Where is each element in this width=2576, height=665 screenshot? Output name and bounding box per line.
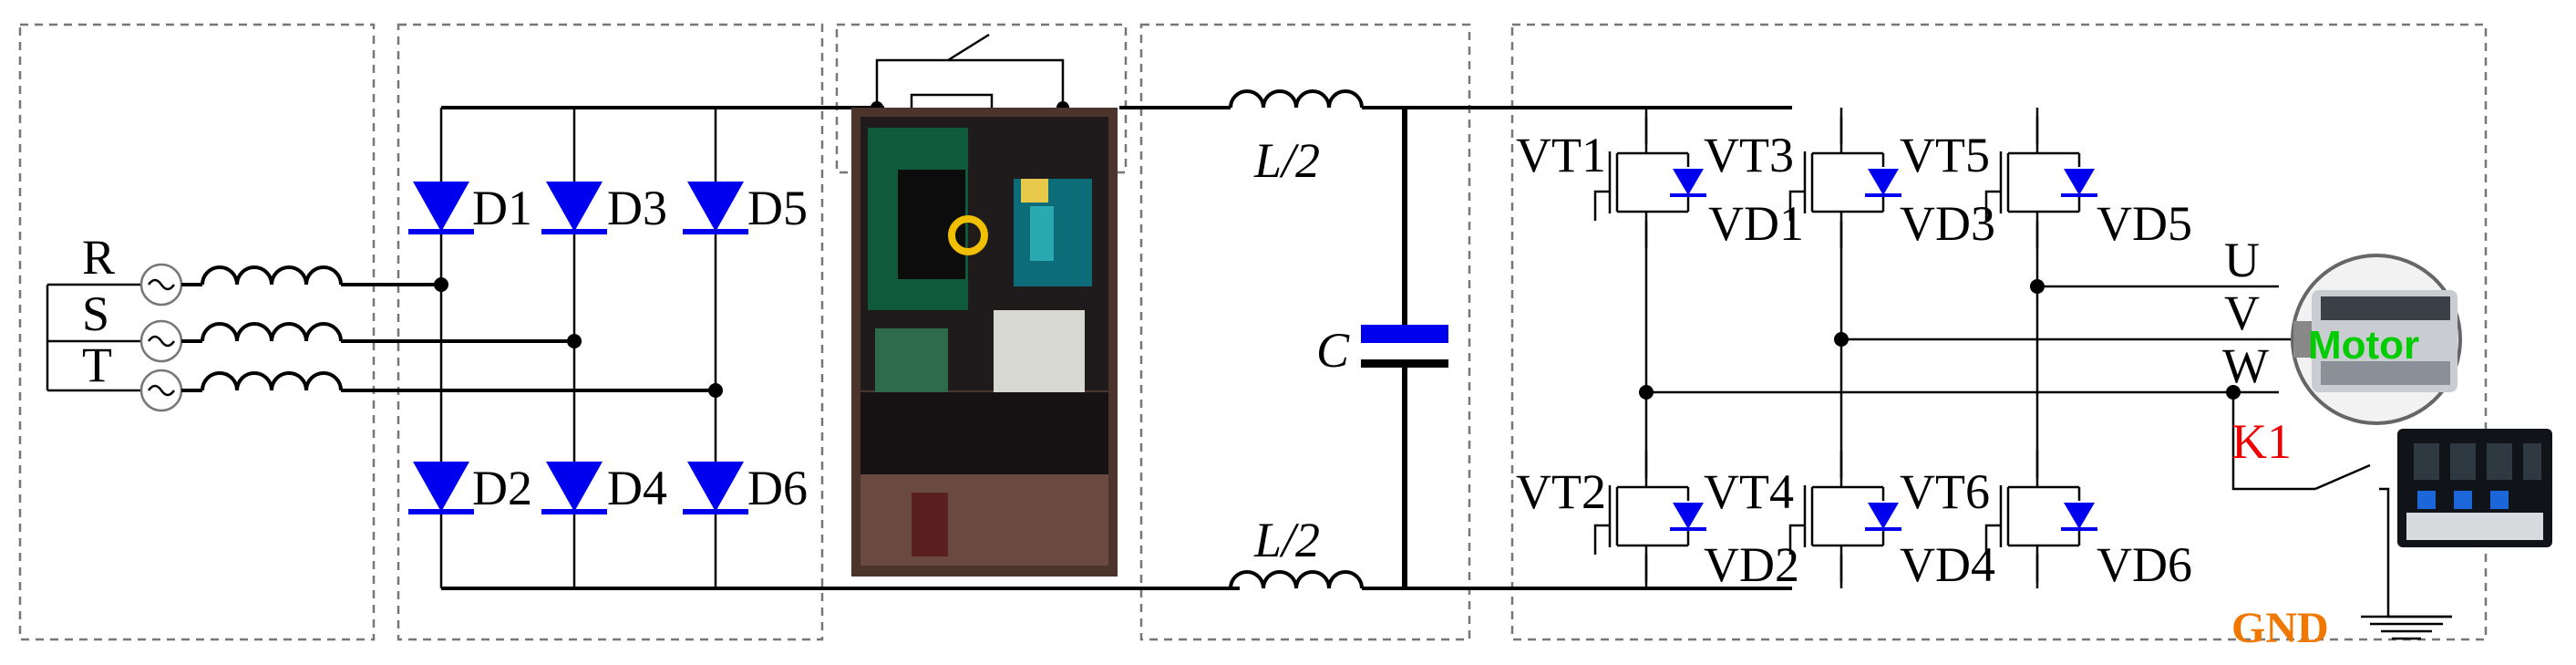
rectifier-bridge: D1 D3 D5 D2 D4 D6 bbox=[408, 106, 1240, 590]
vd5-label: VD5 bbox=[2097, 196, 2192, 251]
line-inductor-r bbox=[201, 265, 343, 286]
line-inductor-t bbox=[201, 371, 343, 391]
bypass-switch bbox=[947, 33, 990, 62]
d6-label: D6 bbox=[747, 461, 808, 515]
vd4-label: VD4 bbox=[1900, 537, 1995, 592]
output-group: U V W Motor K1 GND bbox=[2222, 233, 2552, 652]
contactor-switch bbox=[2314, 463, 2371, 491]
line-inductor-s bbox=[201, 322, 343, 342]
inductor-bottom bbox=[1229, 570, 1364, 589]
vd2-label: VD2 bbox=[1704, 537, 1799, 592]
inductor-top bbox=[1229, 89, 1364, 109]
diode-d5-symbol bbox=[683, 182, 748, 232]
gnd-label: GND bbox=[2231, 604, 2329, 652]
diode-d3-symbol bbox=[541, 182, 607, 232]
d5-label: D5 bbox=[747, 181, 808, 235]
vt1-label: VT1 bbox=[1516, 128, 1606, 182]
motor-photo bbox=[2291, 254, 2462, 425]
phase-r-label: R bbox=[82, 230, 115, 285]
d1-label: D1 bbox=[472, 181, 532, 235]
inverter-bridge: VT1 VT3 VT5 VD1 VD3 VD5 VT2 VT4 VT6 VD2 … bbox=[1516, 108, 2315, 592]
vd3-label: VD3 bbox=[1900, 196, 1995, 251]
igbt-vt6 bbox=[1986, 451, 2097, 582]
inverter-section-box bbox=[1510, 23, 2488, 641]
vd6-label: VD6 bbox=[2097, 537, 2192, 592]
rectifier-section-box bbox=[397, 23, 824, 641]
ac-source-group: R S T bbox=[46, 230, 716, 412]
vt4-label: VT4 bbox=[1704, 464, 1794, 519]
ground-symbol bbox=[2361, 615, 2452, 640]
source-section-box bbox=[18, 23, 376, 641]
capacitor-label: C bbox=[1316, 323, 1350, 378]
dclink-section-box bbox=[1139, 23, 1471, 641]
vd1-label: VD1 bbox=[1708, 196, 1804, 251]
capacitor-plate-bottom bbox=[1361, 359, 1448, 368]
phase-w-label: W bbox=[2222, 338, 2269, 393]
precharge-hardware-photo bbox=[851, 108, 1118, 577]
phase-t-label: T bbox=[82, 338, 112, 392]
d3-label: D3 bbox=[607, 181, 667, 235]
diode-d6-symbol bbox=[683, 462, 748, 512]
diode-d2-symbol bbox=[408, 462, 474, 512]
phase-v-label: V bbox=[2224, 286, 2260, 340]
igbt-vt4 bbox=[1790, 451, 1901, 582]
vt2-label: VT2 bbox=[1516, 464, 1606, 519]
phase-u-label: U bbox=[2224, 233, 2260, 287]
d4-label: D4 bbox=[607, 461, 667, 515]
inductor-top-label: L/2 bbox=[1253, 133, 1320, 188]
phase-s-label: S bbox=[82, 286, 109, 341]
igbt-vt5 bbox=[1986, 117, 2097, 248]
d2-label: D2 bbox=[472, 461, 532, 515]
igbt-vt2 bbox=[1595, 451, 1706, 582]
capacitor-plate-top bbox=[1361, 325, 1448, 343]
motor-label: Motor bbox=[2308, 323, 2419, 368]
precharge-group bbox=[871, 33, 1069, 117]
vt6-label: VT6 bbox=[1900, 464, 1990, 519]
ac-source-s bbox=[139, 319, 183, 363]
ac-source-r bbox=[139, 263, 183, 307]
contactor-photo bbox=[2397, 429, 2552, 547]
diode-d1-symbol bbox=[408, 182, 474, 232]
igbt-vt1 bbox=[1595, 117, 1706, 248]
diode-d4-symbol bbox=[541, 462, 607, 512]
vt3-label: VT3 bbox=[1704, 128, 1794, 182]
dc-link: L/2 L/2 C bbox=[1119, 89, 1792, 590]
ac-source-t bbox=[139, 369, 183, 412]
vt5-label: VT5 bbox=[1900, 128, 1990, 182]
inductor-bottom-label: L/2 bbox=[1253, 513, 1320, 567]
igbt-vt3 bbox=[1790, 117, 1901, 248]
k1-label: K1 bbox=[2231, 414, 2292, 469]
